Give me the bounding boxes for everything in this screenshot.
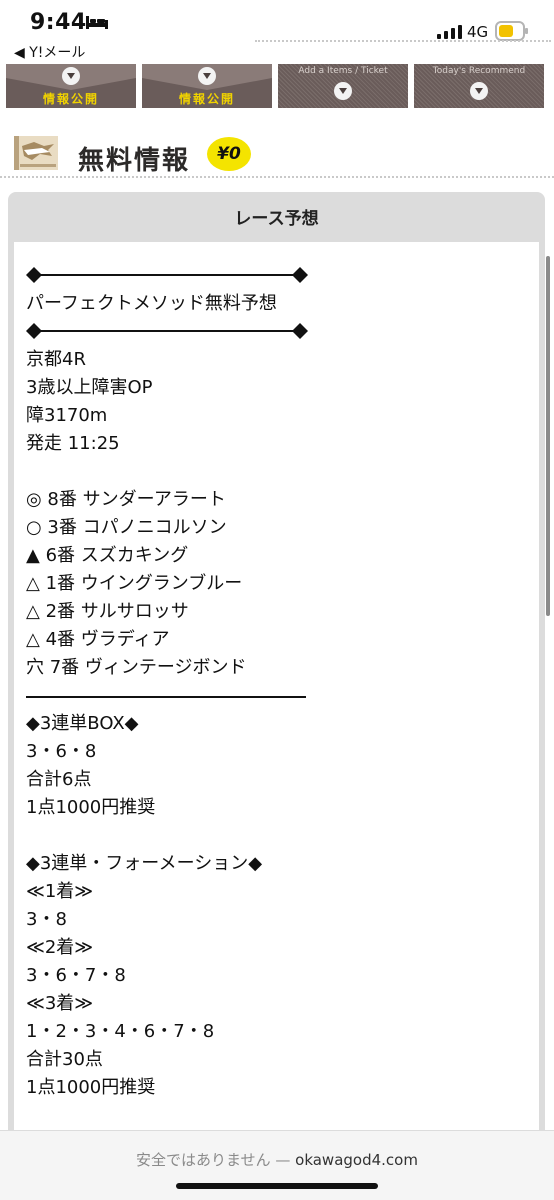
bet-numbers: 3・6・8	[26, 741, 97, 762]
chevron-down-icon	[470, 82, 488, 100]
race-venue: 京都4R	[26, 349, 86, 370]
diamond-divider	[26, 262, 526, 290]
diamond-divider	[26, 318, 526, 346]
security-warning: 安全ではありません	[136, 1151, 271, 1169]
horse-flag-icon	[14, 136, 58, 170]
nav-tiles: 情報公開 情報公開 Add a Items / Ticket Today's R…	[6, 64, 548, 108]
chevron-down-icon	[62, 67, 80, 85]
divider	[255, 40, 551, 42]
home-indicator[interactable]	[176, 1183, 378, 1189]
chevron-down-icon	[334, 82, 352, 100]
position-numbers: 1・2・3・4・6・7・8	[26, 1021, 215, 1042]
text-line: パーフェクトメソッド無料予想	[26, 293, 277, 314]
nav-tile-todays-recommend[interactable]: Today's Recommend	[414, 64, 544, 108]
section-header: 無料情報 ¥0	[0, 132, 554, 178]
bet-recommendation: 1点1000円推奨	[26, 1077, 156, 1098]
tile-label: 情報公開	[178, 92, 235, 106]
card-title: レース予想	[234, 209, 319, 229]
pick-line: △ 4番 ヴラディア	[26, 629, 170, 650]
bet-total: 合計6点	[26, 769, 92, 790]
sleep-focus-icon	[86, 16, 108, 29]
bet-recommendation: 1点1000円推奨	[26, 797, 156, 818]
bet-title: ◆3連単・フォーメーション◆	[26, 853, 263, 874]
back-to-app-link[interactable]: ◀ Y!メール	[14, 45, 86, 61]
position-numbers: 3・8	[26, 909, 67, 930]
url-display[interactable]: 安全ではありません — okawagod4.com	[0, 1149, 554, 1170]
pick-line: ◎ 8番 サンダーアラート	[26, 489, 226, 510]
battery-icon	[495, 21, 528, 41]
separator: —	[270, 1151, 296, 1169]
position-label: ≪3着≫	[26, 993, 94, 1014]
pick-line: △ 2番 サルサロッサ	[26, 601, 189, 622]
tile-label: 情報公開	[42, 92, 99, 106]
spacer	[26, 458, 526, 486]
nav-tile-info-2[interactable]: 情報公開	[142, 64, 272, 108]
bet-title: ◆3連単BOX◆	[26, 713, 139, 734]
tile-label: Add a Items / Ticket	[298, 66, 388, 76]
status-bar: 9:44 ◀ Y!メール 4G	[0, 0, 554, 62]
race-class: 3歳以上障害OP	[26, 377, 153, 398]
race-distance: 障3170m	[26, 405, 108, 426]
pick-line: ▲ 6番 スズカキング	[26, 545, 189, 566]
domain: okawagod4.com	[295, 1151, 418, 1169]
spacer	[26, 822, 526, 850]
chevron-down-icon	[198, 67, 216, 85]
browser-address-bar[interactable]: 安全ではありません — okawagod4.com	[0, 1130, 554, 1200]
cellular-signal-icon	[437, 25, 462, 39]
network-type: 4G	[467, 23, 489, 41]
divider	[0, 176, 554, 178]
price-label: ¥0	[217, 144, 241, 164]
horizontal-rule	[26, 682, 526, 710]
nav-tile-info-1[interactable]: 情報公開	[6, 64, 136, 108]
tile-label: Today's Recommend	[432, 66, 526, 76]
section-title: 無料情報	[78, 146, 191, 176]
position-numbers: 3・6・7・8	[26, 965, 126, 986]
race-start: 発走 11:25	[26, 433, 120, 454]
position-label: ≪2着≫	[26, 937, 94, 958]
price-badge: ¥0	[207, 137, 251, 171]
nav-tile-add-items[interactable]: Add a Items / Ticket	[278, 64, 408, 108]
pick-line: △ 1番 ウイングランブルー	[26, 573, 243, 594]
position-label: ≪1着≫	[26, 881, 94, 902]
pick-line: ○ 3番 コパノニコルソン	[26, 517, 227, 538]
prediction-text: パーフェクトメソッド無料予想 京都4R 3歳以上障害OP 障3170m 発走 1…	[26, 262, 526, 1102]
bet-total: 合計30点	[26, 1049, 103, 1070]
clock: 9:44	[30, 10, 87, 35]
scrollbar[interactable]	[546, 256, 550, 616]
pick-line: 穴 7番 ヴィンテージボンド	[26, 657, 247, 678]
